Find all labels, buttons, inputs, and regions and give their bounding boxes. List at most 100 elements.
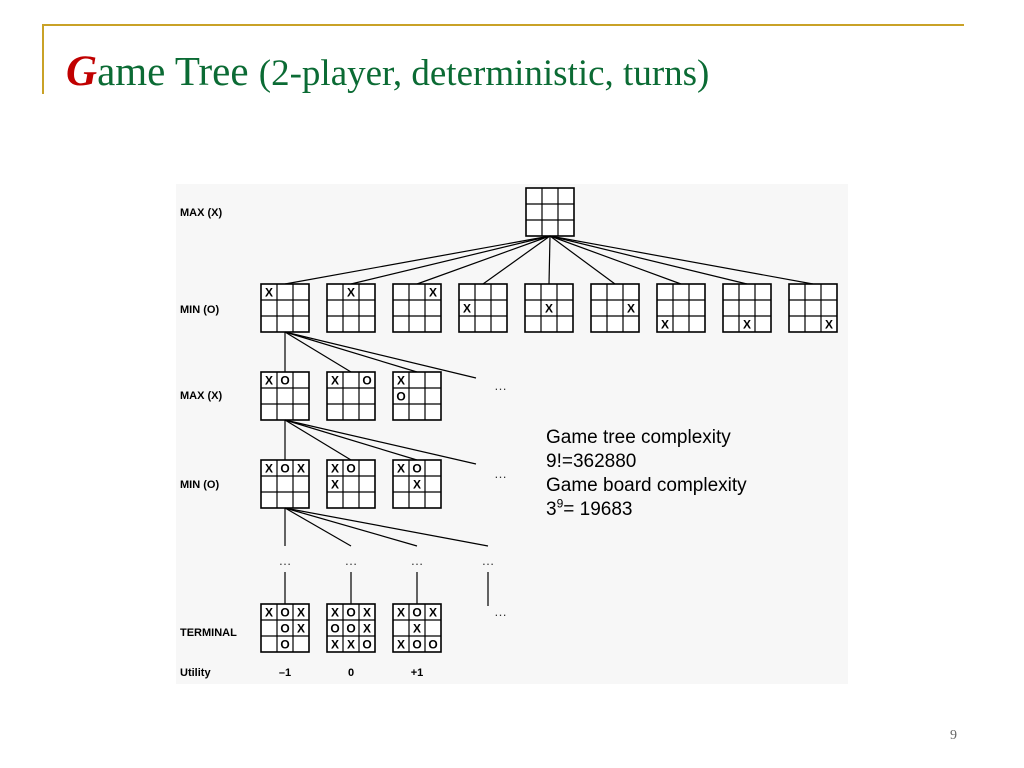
board-mark: X bbox=[413, 622, 421, 636]
board-frame bbox=[326, 371, 376, 421]
game-board-complexity-value: 39= 19683 bbox=[546, 498, 747, 522]
tree-edge bbox=[284, 419, 418, 461]
board-frame bbox=[392, 603, 442, 653]
root-board bbox=[525, 187, 575, 237]
level-label: TERMINAL bbox=[180, 627, 237, 639]
board-mark: X bbox=[825, 318, 833, 332]
board-frame bbox=[260, 283, 310, 333]
board-mark: X bbox=[331, 462, 339, 476]
board-frame bbox=[525, 187, 575, 237]
tree-edge bbox=[284, 331, 352, 373]
board-mark: X bbox=[297, 462, 305, 476]
tree-edge bbox=[482, 235, 551, 285]
level1-board: X bbox=[392, 283, 442, 333]
board-mark: O bbox=[346, 462, 355, 476]
title-frame-top-rule bbox=[42, 24, 964, 26]
board-mark: X bbox=[463, 302, 471, 316]
level2-board: XO bbox=[392, 371, 442, 421]
board-mark: X bbox=[265, 462, 273, 476]
tree-edge bbox=[284, 331, 418, 373]
board-mark: O bbox=[428, 638, 437, 652]
board-mark: O bbox=[280, 622, 289, 636]
tree-edge bbox=[549, 235, 616, 285]
ellipsis: … bbox=[279, 553, 292, 568]
ellipsis: … bbox=[494, 466, 507, 481]
tree-edge bbox=[284, 235, 551, 285]
board-mark: X bbox=[331, 374, 339, 388]
board-frame bbox=[326, 459, 376, 509]
ellipsis: … bbox=[494, 378, 507, 393]
board-frame bbox=[392, 459, 442, 509]
utility-value: –1 bbox=[279, 667, 291, 679]
utility-label: Utility bbox=[180, 667, 211, 679]
board-frame bbox=[326, 603, 376, 653]
level1-board: X bbox=[326, 283, 376, 333]
board-complexity-result: = 19683 bbox=[563, 499, 633, 520]
board-mark: X bbox=[397, 638, 405, 652]
board-mark: O bbox=[412, 606, 421, 620]
board-frame bbox=[392, 371, 442, 421]
board-frame bbox=[260, 459, 310, 509]
game-tree-complexity-label: Game tree complexity bbox=[546, 427, 731, 448]
board-mark: X bbox=[743, 318, 751, 332]
game-board-complexity-label: Game board complexity bbox=[546, 475, 747, 496]
level1-board: X bbox=[590, 283, 640, 333]
board-frame bbox=[788, 283, 838, 333]
board-mark: X bbox=[397, 606, 405, 620]
board-frame bbox=[392, 283, 442, 333]
level-label: MAX (X) bbox=[180, 390, 223, 402]
board-frame bbox=[722, 283, 772, 333]
game-tree-complexity-value: 9!=362880 bbox=[546, 451, 637, 472]
board-mark: X bbox=[265, 374, 273, 388]
ellipsis: … bbox=[482, 553, 495, 568]
level-label: MAX (X) bbox=[180, 207, 223, 219]
board-mark: X bbox=[297, 622, 305, 636]
board-frame bbox=[326, 283, 376, 333]
tree-edge bbox=[284, 331, 477, 379]
title-frame-left-rule bbox=[42, 24, 44, 94]
board-mark: X bbox=[627, 302, 635, 316]
level1-board: X bbox=[524, 283, 574, 333]
board-mark: X bbox=[397, 374, 405, 388]
slide-title: Game Tree (2-player, deterministic, turn… bbox=[66, 50, 709, 93]
level1-board: X bbox=[260, 283, 310, 333]
board-mark: O bbox=[280, 374, 289, 388]
board-mark: X bbox=[661, 318, 669, 332]
level-label: MIN (O) bbox=[180, 304, 219, 316]
level1-board: X bbox=[722, 283, 772, 333]
board-complexity-base: 3 bbox=[546, 499, 557, 520]
board-mark: X bbox=[429, 606, 437, 620]
board-mark: O bbox=[280, 638, 289, 652]
board-mark: X bbox=[265, 606, 273, 620]
tree-edge bbox=[284, 507, 489, 547]
board-mark: X bbox=[397, 462, 405, 476]
ellipsis: … bbox=[411, 553, 424, 568]
tree-edge bbox=[284, 419, 477, 465]
board-mark: X bbox=[347, 286, 355, 300]
level1-board: X bbox=[788, 283, 838, 333]
board-mark: X bbox=[545, 302, 553, 316]
utility-value: +1 bbox=[411, 667, 424, 679]
ellipsis: … bbox=[494, 604, 507, 619]
board-complexity-exponent: 9 bbox=[556, 496, 564, 511]
utility-value: 0 bbox=[348, 667, 354, 679]
board-mark: O bbox=[362, 638, 371, 652]
ellipsis: … bbox=[345, 553, 358, 568]
tree-edge bbox=[350, 235, 551, 285]
board-frame bbox=[656, 283, 706, 333]
board-mark: O bbox=[346, 622, 355, 636]
board-frame bbox=[590, 283, 640, 333]
board-mark: X bbox=[297, 606, 305, 620]
board-mark: O bbox=[412, 462, 421, 476]
page-number: 9 bbox=[950, 728, 957, 743]
board-frame bbox=[524, 283, 574, 333]
tree-edge bbox=[549, 235, 748, 285]
board-mark: O bbox=[412, 638, 421, 652]
